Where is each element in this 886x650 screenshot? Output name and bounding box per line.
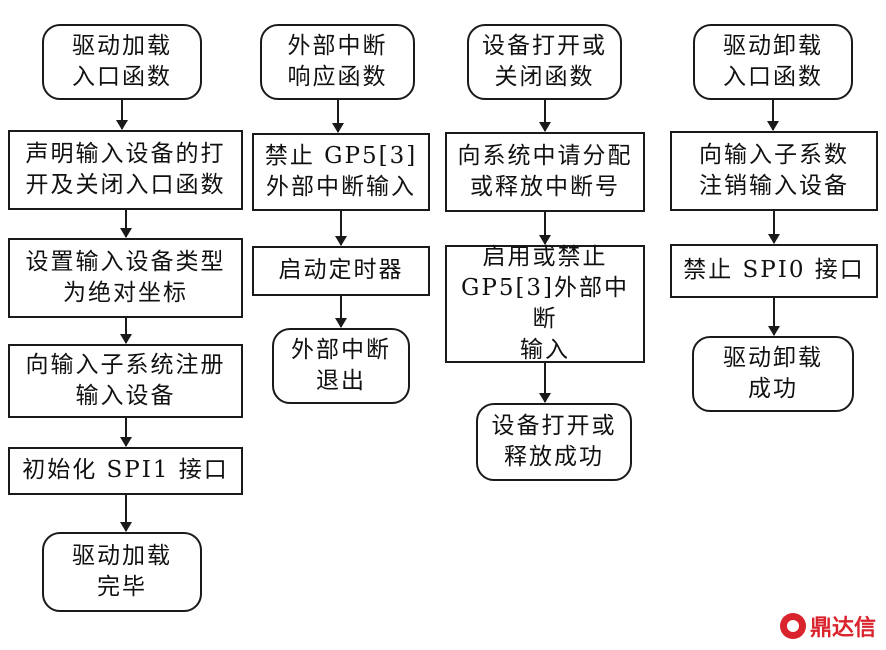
node-init-spi1: 初始化 SPI1 接口 xyxy=(8,447,243,495)
node-enable-disable-gp5: 启用或禁止 GP5[3]外部中断 输入 xyxy=(445,244,645,363)
node-set-device-type: 设置输入设备类型 为绝对坐标 xyxy=(8,238,243,318)
node-disable-gp5-int: 禁止 GP5[3] 外部中断输入 xyxy=(252,133,430,211)
node-register-input-device: 向输入子系统注册 输入设备 xyxy=(8,344,243,418)
node-device-open-close: 设备打开或 关闭函数 xyxy=(467,24,622,100)
node-disable-spi0: 禁止 SPI0 接口 xyxy=(670,244,878,298)
watermark-logo: 鼎达信 xyxy=(779,610,876,642)
node-driver-unload-success: 驱动卸载 成功 xyxy=(692,336,854,412)
node-driver-load-done: 驱动加载 完毕 xyxy=(42,532,202,612)
node-ext-int-exit: 外部中断 退出 xyxy=(272,328,410,404)
node-start-timer: 启动定时器 xyxy=(252,246,430,296)
node-unregister-input-device: 向输入子系数 注销输入设备 xyxy=(670,131,878,211)
node-ext-int-handler: 外部中断 响应函数 xyxy=(260,24,415,100)
node-driver-load-entry: 驱动加载 入口函数 xyxy=(42,24,202,100)
watermark-text: 鼎达信 xyxy=(809,616,876,641)
watermark-logo-icon xyxy=(779,613,806,639)
node-driver-unload-entry: 驱动卸载 入口函数 xyxy=(693,24,853,100)
node-request-irq: 向系统中请分配 或释放中断号 xyxy=(445,132,645,212)
node-declare-open-close: 声明输入设备的打 开及关闭入口函数 xyxy=(8,130,243,210)
node-device-open-success: 设备打开或 释放成功 xyxy=(476,403,632,481)
